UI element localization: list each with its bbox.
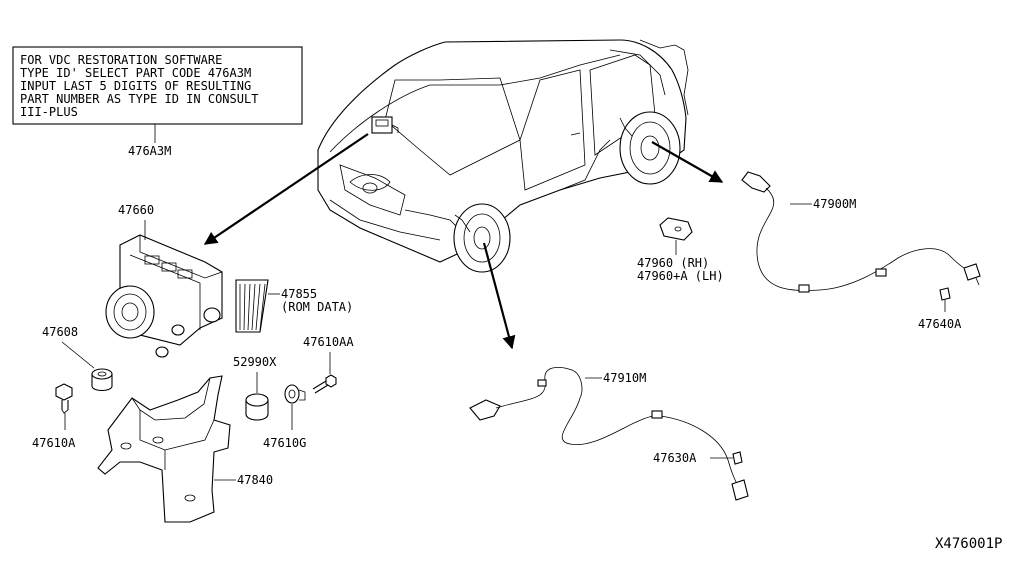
bracket-47840: 47840 <box>97 375 273 523</box>
label-47910m: 47910M <box>603 371 646 385</box>
bolt-47610aa: 47610AA <box>303 335 354 394</box>
label-47630a: 47630A <box>653 451 697 465</box>
label-476a3m: 476A3M <box>128 144 171 158</box>
rom-data-47855: 47855 (ROM DATA) <box>235 279 353 333</box>
label-47960-rh: 47960 (RH) <box>637 256 709 270</box>
label-47840: 47840 <box>237 473 273 487</box>
note-box: FOR VDC RESTORATION SOFTWARE TYPE ID' SE… <box>12 46 303 158</box>
label-52990x: 52990X <box>233 355 277 369</box>
arrow-to-front-sensor <box>482 242 516 350</box>
label-47610a: 47610A <box>32 436 76 450</box>
label-47608: 47608 <box>42 325 78 339</box>
grommet-47610g: 47610G <box>263 384 306 450</box>
diagram-id: X476001P <box>935 536 1002 552</box>
label-47610g: 47610G <box>263 436 306 450</box>
note-line-1: FOR VDC RESTORATION SOFTWARE <box>20 53 222 67</box>
note-line-3: INPUT LAST 5 DIGITS OF RESULTING <box>20 79 251 93</box>
label-47660: 47660 <box>118 203 154 217</box>
front-sensor-47910m: 47910M 47630A <box>469 367 749 501</box>
rear-sensor-47900m: 47900M 47640A <box>741 171 981 331</box>
label-rom-data: (ROM DATA) <box>281 300 353 314</box>
note-line-5: III-PLUS <box>20 105 78 119</box>
abs-actuator-47660: 47660 <box>105 203 223 358</box>
label-47960-lh: 47960+A (LH) <box>637 269 724 283</box>
arrow-to-actuator <box>203 133 369 245</box>
label-47640a: 47640A <box>918 317 962 331</box>
bolt-47610a: 47610A <box>32 383 76 450</box>
insulator-52990x: 52990X <box>233 355 277 421</box>
bracket-47960: 47960 (RH) 47960+A (LH) <box>637 217 724 283</box>
vehicle-illustration <box>317 39 689 273</box>
label-47900m: 47900M <box>813 197 856 211</box>
arrow-to-rear-sensor <box>651 141 724 183</box>
label-47855: 47855 <box>281 287 317 301</box>
bushing-47608: 47608 <box>42 325 113 392</box>
label-47610aa: 47610AA <box>303 335 354 349</box>
note-line-2: TYPE ID' SELECT PART CODE 476A3M <box>20 66 251 80</box>
note-line-4: PART NUMBER AS TYPE ID IN CONSULT <box>20 92 258 106</box>
